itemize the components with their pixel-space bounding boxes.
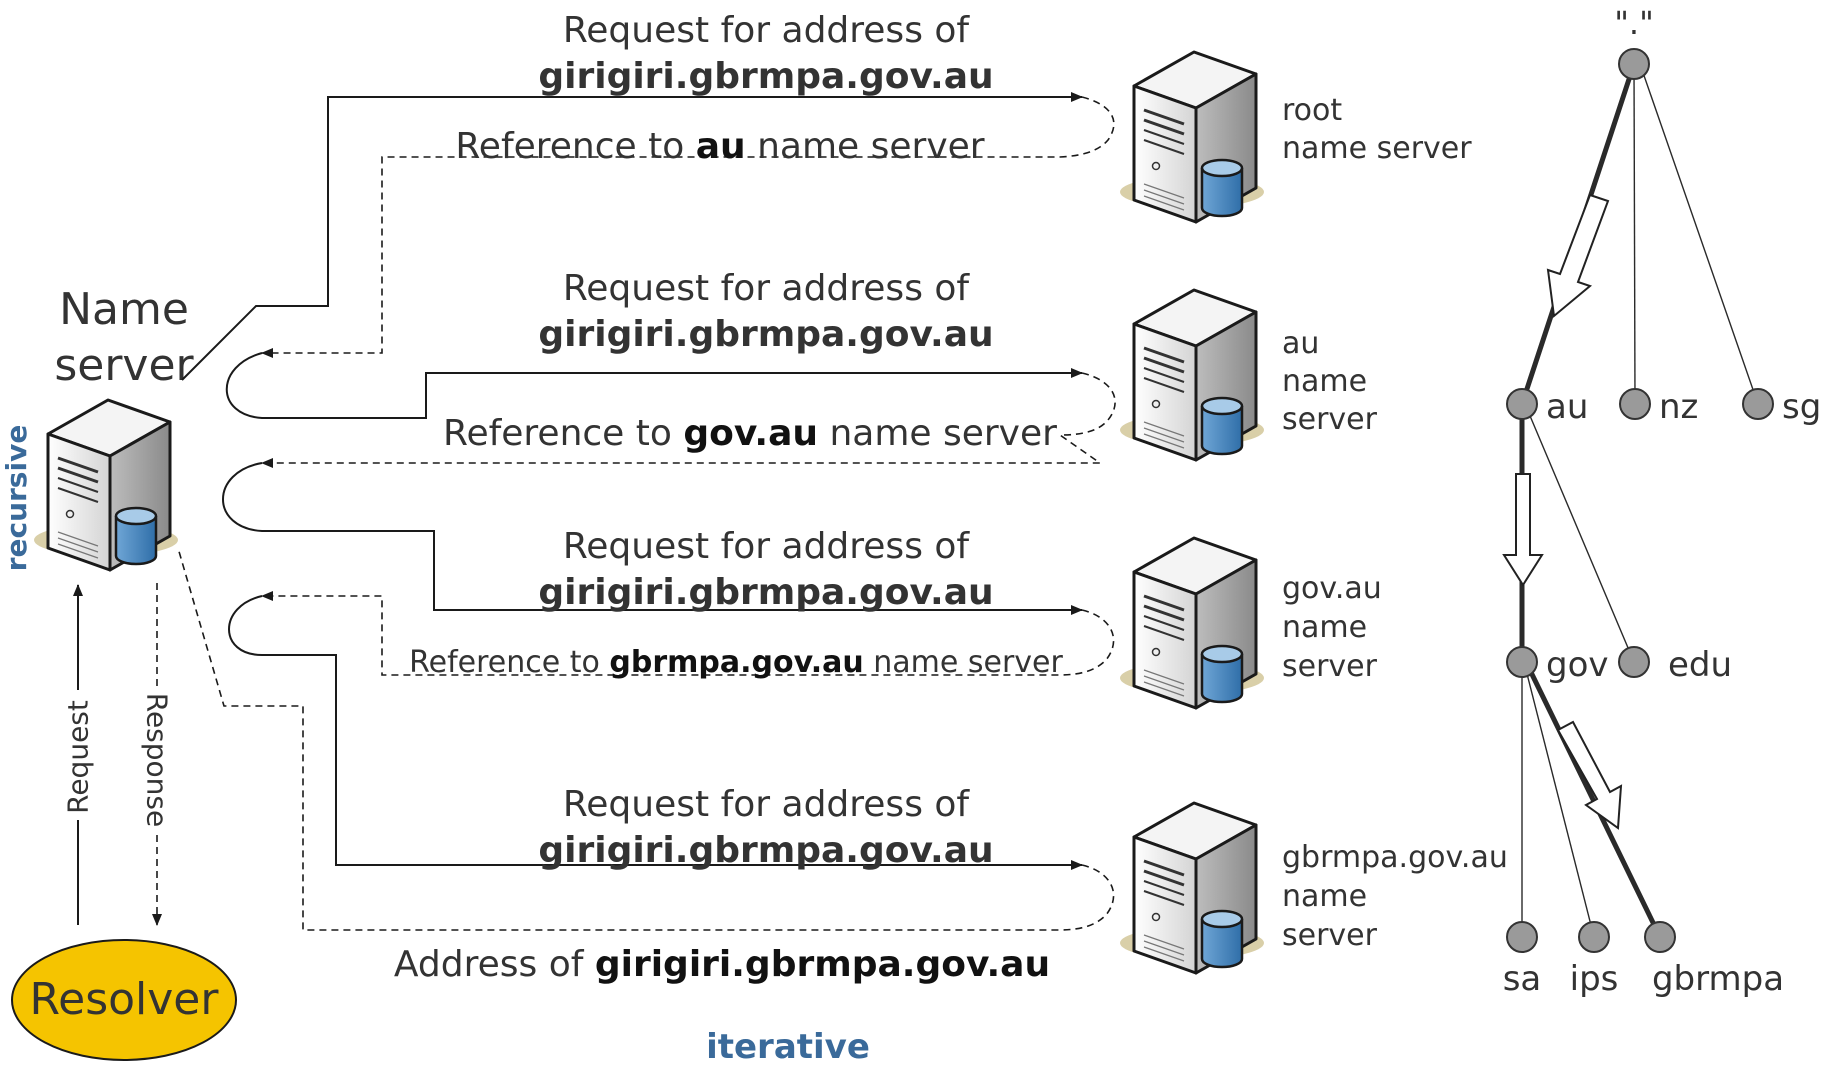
descend-arrow-gov-gbrmpa (1556, 720, 1623, 830)
exchange-au: Request for address of girigiri.gbrmpa.g… (443, 268, 1057, 454)
reply-text: Reference to gov.au name server (443, 413, 1057, 454)
server-label-line: name (1282, 610, 1367, 645)
name-server-label-line1: Name (59, 284, 189, 335)
tree-node-sg (1742, 388, 1774, 420)
tree-node-gbrmpa (1644, 921, 1676, 953)
edge-gov-ips (1523, 661, 1595, 938)
request-text-line2: girigiri.gbrmpa.gov.au (538, 56, 993, 97)
server-label-line: gov.au (1282, 571, 1382, 606)
server-label-line: server (1282, 649, 1378, 684)
server-label-line: name (1282, 364, 1367, 399)
request-text-line2: girigiri.gbrmpa.gov.au (538, 314, 993, 355)
request-text-line1: Request for address of (563, 784, 971, 825)
tree-label-ips: ips (1570, 959, 1619, 999)
server-label-line: name (1282, 879, 1367, 914)
tree-node-edu (1618, 646, 1650, 678)
request-path-root (181, 92, 1083, 381)
name-server-label-line2: server (54, 340, 194, 391)
resolver-node: Resolver (11, 939, 237, 1061)
reply-path-au (261, 372, 1116, 468)
resolver-label: Resolver (30, 974, 220, 1025)
tree-node-nz (1619, 388, 1651, 420)
gbrmpa-name-server: gbrmpa.gov.au name server (1118, 801, 1508, 975)
tree-label-nz: nz (1659, 387, 1698, 427)
root-name-server: root name server (1118, 50, 1472, 224)
tree-node-ips (1578, 921, 1610, 953)
tree-node-root (1618, 48, 1650, 80)
exchange-gbrmpa: Request for address of girigiri.gbrmpa.g… (394, 784, 1050, 985)
edge-au-edu (1524, 403, 1635, 663)
request-label: Request (62, 700, 95, 814)
reply-path-gov-au (261, 591, 1115, 676)
tree-label-gov: gov (1546, 645, 1609, 685)
dns-tree: "." au nz sg gov edu sa ips gbrmpa (1502, 4, 1821, 999)
server-label-line: name server (1282, 131, 1472, 166)
au-server-icon (1118, 288, 1266, 462)
tree-node-gov (1506, 646, 1538, 678)
request-text-line1: Request for address of (563, 10, 971, 51)
edge-root-sg (1639, 63, 1759, 405)
tree-label-sg: sg (1782, 387, 1821, 427)
reply-text: Reference to au name server (455, 126, 984, 167)
exchange-gov-au: Request for address of girigiri.gbrmpa.g… (409, 526, 1063, 680)
tree-label-edu: edu (1668, 645, 1732, 685)
tree-label-au: au (1546, 387, 1588, 427)
root-server-icon (1118, 50, 1266, 224)
response-label: Response (141, 693, 174, 827)
descend-arrow-au-gov (1502, 473, 1544, 587)
reply-path-gbrmpa (177, 547, 1115, 931)
exchange-root: Request for address of girigiri.gbrmpa.g… (455, 10, 993, 167)
reply-text: Address of girigiri.gbrmpa.gov.au (394, 944, 1050, 985)
server-label-line: au (1282, 326, 1319, 361)
server-label-line: server (1282, 918, 1378, 953)
request-path-gov-au (222, 462, 1083, 615)
request-text-line2: girigiri.gbrmpa.gov.au (538, 572, 993, 613)
au-name-server: au name server (1118, 288, 1378, 462)
recursive-name-server-icon (32, 398, 180, 572)
tree-label-gbrmpa: gbrmpa (1652, 959, 1784, 999)
request-text-line1: Request for address of (563, 526, 971, 567)
tree-node-au (1506, 388, 1538, 420)
request-path-au (225, 352, 1083, 419)
server-label-line: root (1282, 93, 1342, 128)
gov-au-name-server: gov.au name server (1118, 536, 1382, 710)
gov-au-server-icon (1118, 536, 1266, 710)
reply-text: Reference to gbrmpa.gov.au name server (409, 645, 1063, 680)
edge-root-nz (1633, 63, 1636, 405)
server-label-line: server (1282, 402, 1378, 437)
tree-root-label: "." (1614, 4, 1654, 42)
gbrmpa-server-icon (1118, 801, 1266, 975)
recursive-label: recursive (0, 425, 33, 572)
tree-label-sa: sa (1503, 959, 1542, 999)
request-text-line1: Request for address of (563, 268, 971, 309)
reply-path-root (261, 96, 1115, 358)
server-label-line: gbrmpa.gov.au (1282, 840, 1508, 875)
descend-arrow-root-au (1546, 193, 1610, 318)
request-path-gbrmpa (228, 595, 1083, 870)
iterative-label: iterative (706, 1027, 870, 1066)
edge-gov-gbrmpa (1523, 660, 1663, 939)
request-text-line2: girigiri.gbrmpa.gov.au (538, 830, 993, 871)
tree-node-sa (1506, 921, 1538, 953)
